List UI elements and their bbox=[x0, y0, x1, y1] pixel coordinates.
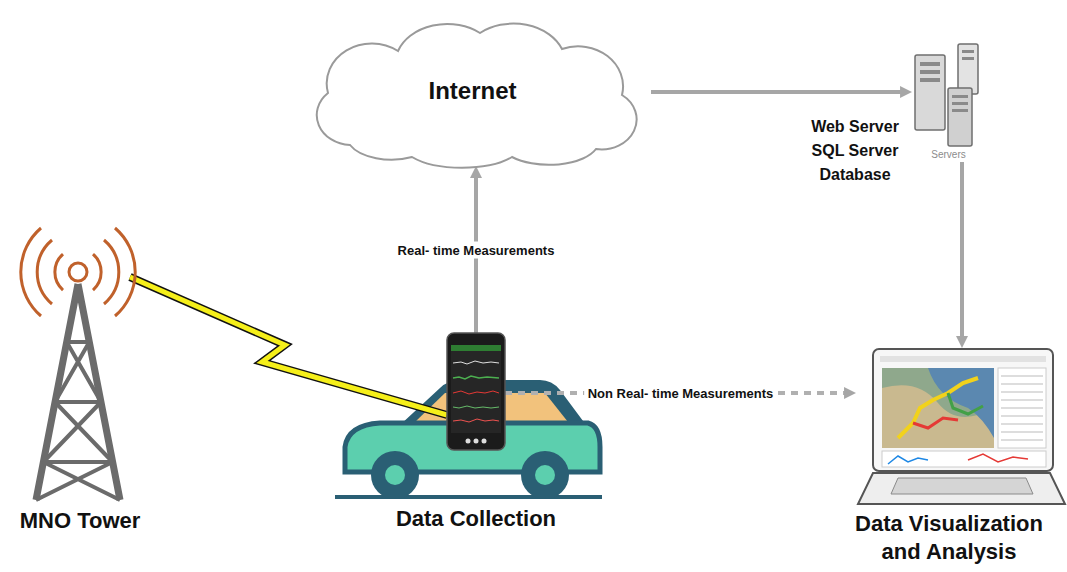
servers-part bbox=[952, 95, 968, 98]
tower-drawing bbox=[30, 222, 130, 502]
car-hub bbox=[385, 465, 405, 485]
phone-drawing bbox=[447, 333, 505, 450]
edge-label: Non Real- time Measurements bbox=[584, 385, 778, 402]
tower-part bbox=[104, 240, 119, 304]
tower-part bbox=[36, 342, 120, 500]
car-wheel bbox=[371, 451, 419, 499]
phone-part bbox=[453, 361, 499, 364]
laptop-icon: Data Visualization and Analysis bbox=[858, 348, 1065, 505]
phone-part bbox=[451, 345, 501, 433]
servers-part bbox=[952, 109, 968, 112]
tower-part bbox=[37, 240, 52, 304]
collection-label: Data Collection bbox=[326, 505, 626, 533]
car-window bbox=[500, 393, 568, 422]
edge-label: Real- time Measurements bbox=[394, 241, 559, 258]
tower-icon: MNO Tower bbox=[30, 222, 130, 502]
laptop-part bbox=[968, 454, 1028, 462]
phone-part bbox=[453, 419, 499, 422]
server-caption: Servers bbox=[912, 149, 985, 161]
car-hub bbox=[535, 465, 555, 485]
laptop-part bbox=[888, 456, 928, 464]
laptop-part bbox=[948, 393, 983, 414]
server-heading: Web Server SQL Server Database bbox=[798, 115, 912, 187]
servers-part bbox=[962, 57, 974, 60]
phone-part bbox=[453, 376, 499, 379]
laptop-part bbox=[858, 473, 1065, 504]
car-wheel bbox=[521, 451, 569, 499]
server-icon: Web Server SQL Server DatabaseServers bbox=[912, 40, 985, 162]
laptop-part bbox=[882, 451, 1046, 467]
phone-part bbox=[451, 345, 501, 351]
servers-part bbox=[948, 88, 972, 146]
servers-part bbox=[952, 102, 968, 105]
laptop-part bbox=[873, 349, 1053, 471]
bolt-fill bbox=[130, 277, 447, 415]
servers-part bbox=[920, 78, 940, 82]
tower-part bbox=[55, 254, 63, 290]
tower-part bbox=[69, 263, 87, 281]
bolt-outline bbox=[130, 277, 447, 415]
tower-label: MNO Tower bbox=[5, 507, 155, 535]
arrow-line bbox=[651, 90, 904, 94]
phone-part bbox=[453, 391, 499, 394]
phone-part bbox=[453, 406, 499, 408]
phone-part bbox=[466, 439, 471, 444]
tower-part bbox=[36, 284, 120, 500]
tower-part bbox=[115, 228, 135, 316]
laptop-part bbox=[913, 418, 958, 428]
tower-part bbox=[21, 228, 41, 316]
servers-part bbox=[915, 55, 945, 130]
servers-drawing bbox=[912, 40, 985, 162]
servers-part bbox=[920, 62, 940, 66]
laptop-part bbox=[928, 368, 994, 438]
servers-part bbox=[962, 50, 974, 53]
laptop-part bbox=[880, 356, 1046, 362]
laptop-part bbox=[891, 478, 1033, 494]
phone-part bbox=[482, 439, 487, 444]
cloud-node: Internet bbox=[290, 15, 655, 168]
laptop-part bbox=[898, 378, 978, 438]
visualization-label: Data Visualization and Analysis bbox=[834, 510, 1064, 566]
servers-part bbox=[920, 70, 940, 74]
laptop-part bbox=[1001, 376, 1043, 440]
servers-part bbox=[958, 44, 978, 94]
phone-part bbox=[447, 333, 505, 450]
tower-part bbox=[93, 254, 101, 290]
arrow-line bbox=[960, 162, 964, 340]
laptop-part bbox=[882, 368, 994, 448]
wireless-link bbox=[130, 277, 447, 415]
laptop-drawing bbox=[858, 348, 1065, 505]
laptop-part bbox=[998, 368, 1046, 448]
measurement-arrow bbox=[651, 92, 904, 93]
phone-part bbox=[474, 439, 479, 444]
cloud-label: Internet bbox=[290, 77, 655, 105]
measurement-arrow bbox=[962, 162, 963, 340]
road-line bbox=[335, 495, 602, 499]
phone-icon: Data Collection bbox=[447, 333, 505, 450]
